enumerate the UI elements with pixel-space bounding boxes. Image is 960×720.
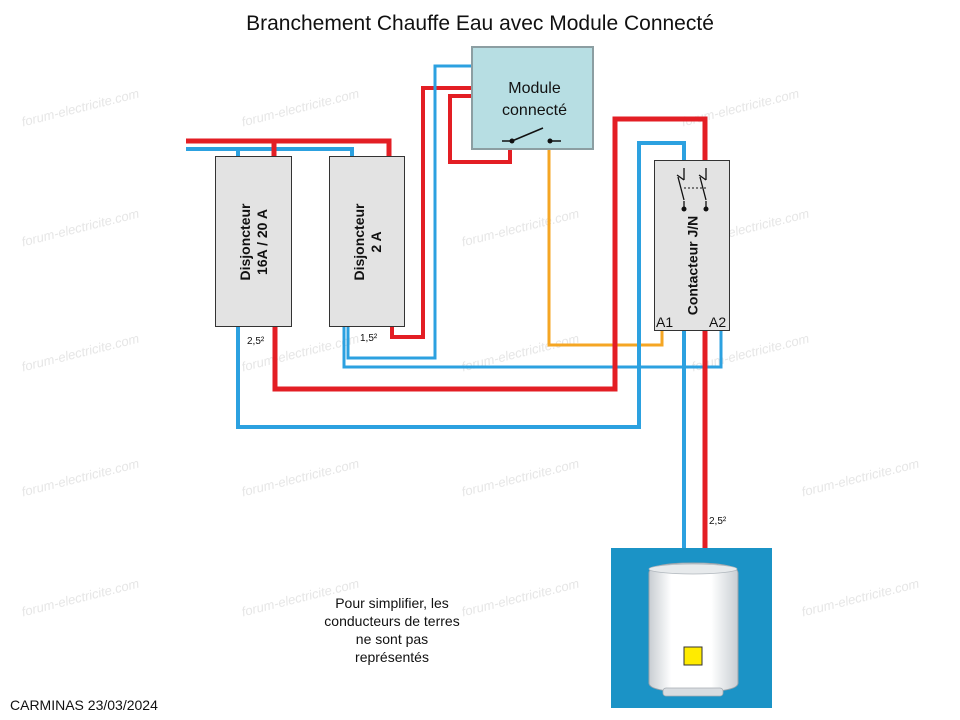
heater-wire-section: 2,5²: [709, 516, 727, 527]
connected-module-label: Module connecté: [473, 78, 596, 122]
contactor-switch-icon: [676, 168, 709, 212]
connected-module-label-line2: connecté: [502, 102, 567, 119]
connected-module: Module connecté: [471, 46, 594, 150]
author-credit: CARMINAS 23/03/2024: [10, 697, 158, 713]
a2-neutral-wire: [342, 326, 723, 369]
module-switch-phase-wire: [448, 94, 512, 164]
control-wire: [547, 148, 664, 347]
connected-module-label-line1: Module: [508, 80, 561, 97]
breaker-2a-wire-section: 1,5²: [360, 333, 378, 344]
heater-indicator: [683, 646, 703, 666]
diagram-title: Branchement Chauffe Eau avec Module Conn…: [246, 12, 714, 35]
power-phase-wire: [272, 116, 708, 392]
note-text: Pour simplifier, les conducteurs de terr…: [324, 595, 460, 665]
terminal-a1: A1: [656, 314, 674, 330]
breaker-2a: Disjoncteur 2 A: [329, 156, 405, 327]
power-neutral-wire: [236, 141, 686, 429]
breaker-16a-20a-wire-section: 2,5²: [247, 336, 265, 347]
breaker-16a-20a: Disjoncteur 16A / 20 A: [215, 156, 292, 327]
module-neutral-wire: [346, 64, 471, 360]
module-switch-icon: [502, 127, 561, 144]
supply-phase-wire: [186, 138, 392, 157]
module-phase-wire: [390, 86, 471, 339]
supply-neutral-wire: [186, 147, 354, 157]
terminal-a2: A2: [709, 314, 727, 330]
contactor-day-night: Contacteur J/N: [654, 160, 730, 331]
